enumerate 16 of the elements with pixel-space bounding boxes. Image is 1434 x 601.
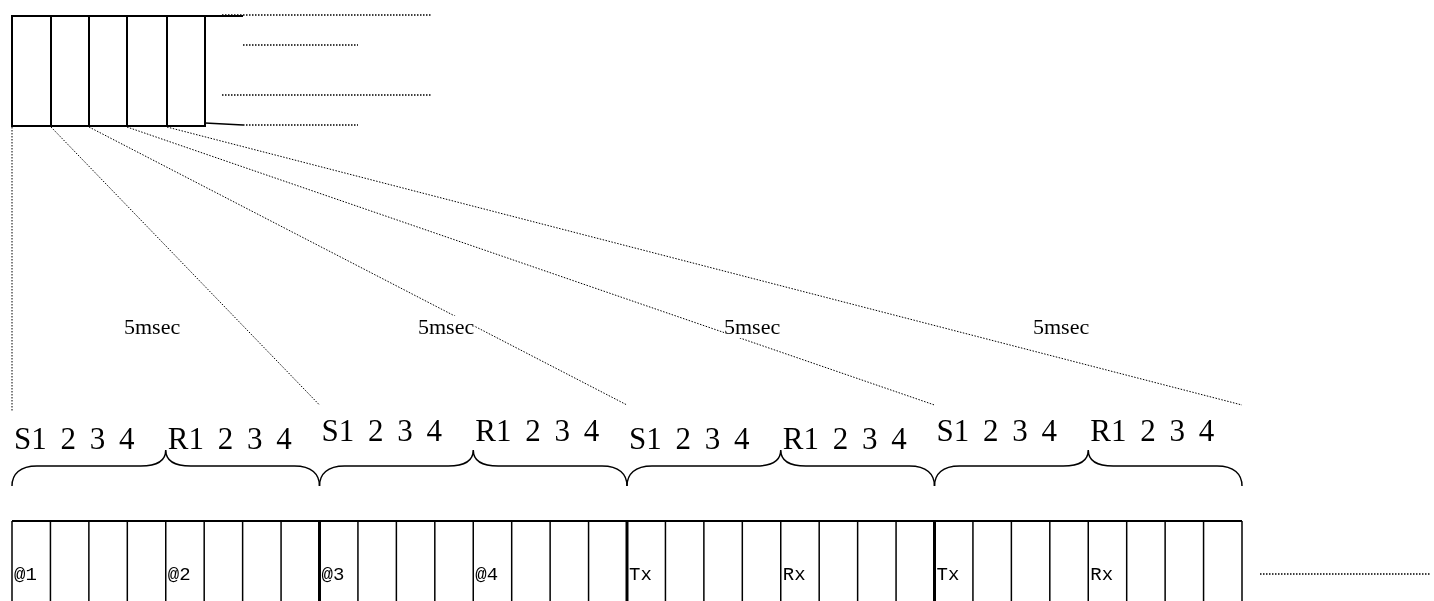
slot-label: @4 <box>475 566 499 585</box>
slot-sequence-label: S1 2 3 4 <box>321 415 442 446</box>
slot-sequence-label: R1 2 3 4 <box>782 423 907 454</box>
slot-sequence-label: S1 2 3 4 <box>14 423 135 454</box>
slot-label: Rx <box>1090 566 1114 585</box>
slot-label: Rx <box>782 566 806 585</box>
slot-label: Tx <box>629 566 652 585</box>
slot-label: @2 <box>167 566 191 585</box>
slot-sequence-label: R1 2 3 4 <box>475 415 600 446</box>
slot-sequence-label: R1 2 3 4 <box>167 423 292 454</box>
slot-label: @3 <box>321 566 345 585</box>
slot-sequence-label: S1 2 3 4 <box>629 423 750 454</box>
slot-label: @1 <box>14 566 37 585</box>
slot-sequence-label: S1 2 3 4 <box>936 415 1057 446</box>
slot-label: Tx <box>936 566 960 585</box>
slot-sequence-label: R1 2 3 4 <box>1090 415 1215 446</box>
